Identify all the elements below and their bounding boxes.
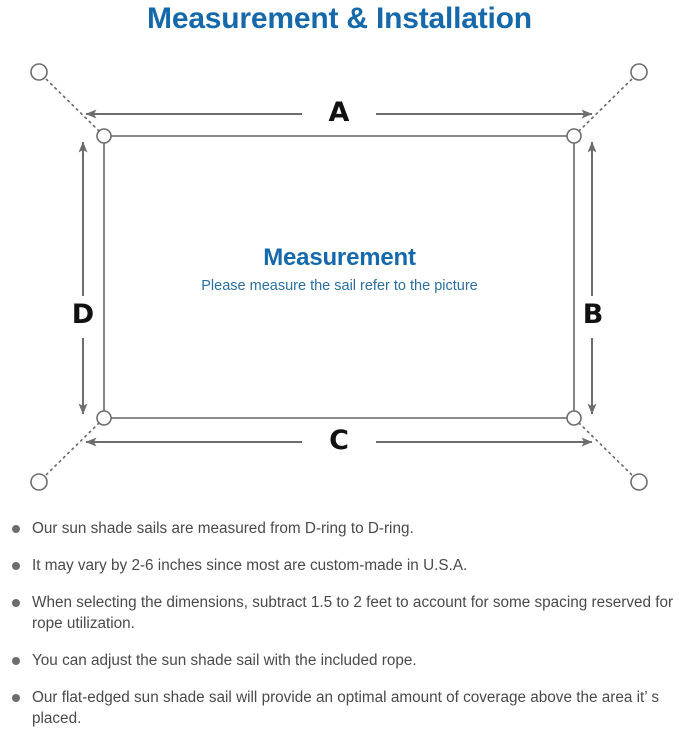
sail-measurement-diagram: Measurement Please measure the sail refe… [0, 48, 679, 513]
rope-bottom-left [44, 422, 100, 477]
anchor-point-bottom-left [30, 473, 48, 491]
d-ring-bottom-right [566, 410, 582, 426]
note-text: You can adjust the sun shade sail with t… [32, 652, 417, 669]
d-ring-top-left [96, 128, 112, 144]
page-title: Measurement & Installation [147, 2, 532, 35]
d-ring-top-right [566, 128, 582, 144]
d-ring-bottom-left [96, 410, 112, 426]
note-text: Our flat-edged sun shade sail will provi… [32, 689, 659, 727]
anchor-point-top-right [630, 63, 648, 81]
sail-heading: Measurement [263, 244, 416, 271]
dimension-label-b: B [582, 299, 604, 330]
dimension-label-d: D [71, 299, 95, 330]
sail-body [103, 135, 575, 419]
bullet-icon [12, 694, 20, 702]
note-item: It may vary by 2-6 inches since most are… [0, 555, 679, 576]
sail-subheading: Please measure the sail refer to the pic… [201, 278, 478, 294]
note-text: When selecting the dimensions, subtract … [32, 594, 674, 632]
bullet-icon [12, 657, 20, 665]
anchor-point-bottom-right [630, 473, 648, 491]
note-item: Our sun shade sails are measured from D-… [0, 518, 679, 539]
rope-top-right [578, 77, 634, 132]
note-text: Our sun shade sails are measured from D-… [32, 520, 414, 537]
bullet-icon [12, 525, 20, 533]
note-item: You can adjust the sun shade sail with t… [0, 650, 679, 671]
dimension-label-c: C [329, 425, 349, 456]
diagram-canvas [30, 63, 648, 491]
rope-top-left [44, 77, 100, 132]
rope-bottom-right [578, 422, 634, 477]
dimension-label-a: A [328, 97, 350, 128]
anchor-point-top-left [30, 63, 48, 81]
bullet-icon [12, 562, 20, 570]
note-text: It may vary by 2-6 inches since most are… [32, 557, 468, 574]
bullet-icon [12, 599, 20, 607]
note-item: When selecting the dimensions, subtract … [0, 592, 679, 634]
notes-list: Our sun shade sails are measured from D-… [0, 518, 679, 729]
note-item: Our flat-edged sun shade sail will provi… [0, 687, 679, 729]
